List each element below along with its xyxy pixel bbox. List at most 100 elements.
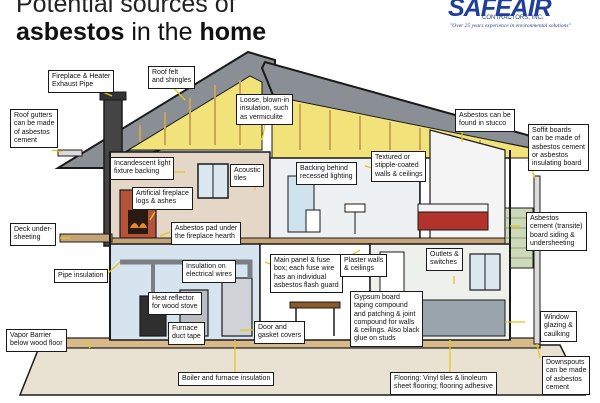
label-line: & ceilings [344, 265, 374, 273]
label-line: box; each fuse wire [274, 265, 335, 273]
label-line: found in stucco [459, 120, 507, 128]
label-boiler: Boiler and furnace insulation [178, 372, 275, 387]
label-line: undersheeting [530, 239, 575, 247]
label-line: cement [14, 136, 37, 144]
title-bold-home: home [199, 18, 267, 46]
label-line: Heat reflector [152, 295, 195, 302]
label-line: tiles [234, 175, 247, 183]
label-line: Roof gutters [14, 112, 53, 119]
label-line: or asbestos [532, 151, 569, 159]
label-line: the fireplace hearth [175, 233, 235, 241]
foundation [18, 344, 587, 396]
label-line: cement (transite) [530, 223, 583, 231]
title-bold-asbestos: asbestos [16, 18, 125, 46]
label-line: Fireplace & Heater [52, 73, 111, 80]
kitchen-counter [409, 299, 506, 337]
label-line: can be made [14, 120, 55, 128]
label-line: caulking [544, 330, 570, 338]
label-line: Incandescent light [114, 160, 171, 167]
label-deck: Deck under-sheeting [10, 223, 57, 246]
furnace [221, 277, 253, 337]
label-line: Plaster walls [344, 257, 384, 264]
label-line: Exhaust Pipe [52, 81, 94, 89]
label-line: electrical wires [186, 271, 232, 279]
gutter [57, 149, 83, 157]
label-line: below wood floor [10, 340, 63, 348]
label-line: recessed lighting [300, 173, 353, 181]
label-line: can be made of [532, 135, 581, 143]
label-line: has an individual [274, 273, 327, 281]
label-line: Acoustic [234, 167, 261, 174]
label-line: Main panel & fuse [274, 257, 331, 264]
label-line: Gypsum board [354, 294, 400, 301]
label-line: Roof felt [152, 69, 179, 76]
label-line: glue on studs [354, 335, 396, 343]
label-line: duct tape [172, 333, 201, 341]
page-title-line2: asbestos in the home [16, 18, 266, 47]
label-line: can be made [546, 367, 587, 375]
label-line: glazing & [544, 322, 573, 330]
label-line: fixture backing [114, 168, 160, 176]
label-line: Outlets & [430, 251, 459, 258]
label-line: stipple-coated [375, 162, 419, 170]
label-pipe-insulation: Pipe insulation [54, 269, 108, 284]
label-line: of asbestos [14, 128, 50, 136]
label-line: Downspouts [546, 359, 585, 366]
label-line: switches [430, 259, 457, 267]
label-outlets: Outlets &switches [426, 248, 463, 271]
label-line: Furnace [172, 325, 198, 332]
label-line: sheeting [14, 234, 41, 242]
label-line: and shingles [152, 77, 192, 85]
label-line: & ceilings. Also black [354, 327, 420, 335]
label-line: Flooring: Vinyl tiles & linoleum [394, 375, 488, 382]
label-line: and patching & joint [354, 310, 416, 318]
logo-brand: SAFEAIR [448, 0, 552, 22]
label-line: Deck under- [14, 226, 53, 233]
sink [344, 203, 366, 213]
label-line: taping compound [354, 302, 408, 310]
label-line: sheet flooring; flooring adhesive [394, 383, 493, 391]
label-line: Artificial fireplace [136, 190, 189, 197]
label-line: insulating board [532, 160, 582, 168]
label-line: Boiler and furnace insulation [182, 375, 271, 382]
label-line: asbestos cement [532, 143, 585, 151]
page-title-line1: Potential sources of [16, 0, 236, 18]
label-line: Backing behind [300, 165, 348, 172]
label-line: Vapor Barrier [10, 332, 52, 339]
dining-table [289, 301, 341, 309]
label-line: asbestos flash guard [274, 281, 339, 289]
label-plaster: Plaster walls& ceilings [340, 254, 388, 277]
title-mid: in the [124, 18, 200, 46]
label-line: cement [546, 383, 569, 391]
label-line: as vermiculite [240, 113, 283, 121]
toilet [305, 209, 321, 233]
safeair-logo: SAFEAIR CONTRACTORS, INC. "Over 25 years… [448, 0, 596, 34]
label-line: gasket covers [258, 332, 302, 340]
label-line: compound for walls [354, 318, 415, 326]
label-line: Door and [258, 324, 287, 331]
label-line: Pipe insulation [58, 272, 104, 279]
label-line: Soffit boards [532, 127, 572, 134]
label-line: board siding & [530, 231, 575, 239]
bed [417, 209, 489, 231]
